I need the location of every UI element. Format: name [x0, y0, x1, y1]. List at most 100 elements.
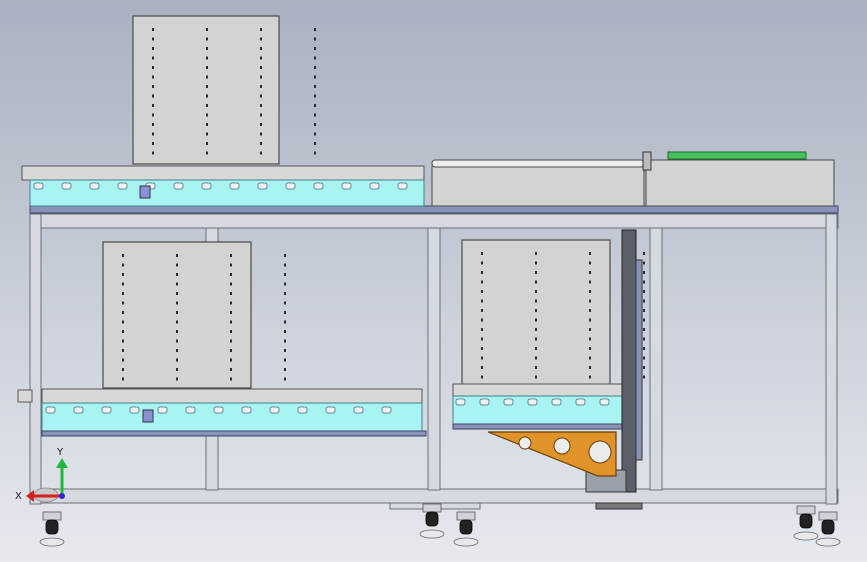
perforation-hole: [535, 366, 537, 369]
perforation-hole: [643, 366, 645, 369]
roller: [325, 406, 336, 414]
roller: [129, 406, 140, 414]
perforation-hole: [643, 299, 645, 303]
lower-conveyor-motor: [142, 409, 154, 423]
perforation-hole: [152, 56, 154, 60]
roller: [73, 406, 84, 414]
perforation-hole: [122, 377, 124, 381]
perforation-hole: [176, 358, 178, 362]
perforation-hole: [314, 104, 316, 107]
roller: [381, 406, 392, 414]
perforation-hole: [176, 292, 178, 295]
perforation-hole: [589, 356, 591, 360]
perforation-hole: [122, 330, 124, 333]
perforation-hole: [176, 282, 178, 286]
perforation-hole: [481, 271, 483, 274]
perforation-hole: [230, 358, 232, 362]
perforation-hole: [260, 37, 262, 41]
perforation-hole: [481, 328, 483, 331]
perforation-hole: [314, 56, 316, 60]
perforation-hole: [535, 261, 537, 265]
roller: [157, 406, 168, 414]
upper-conveyor: [21, 165, 425, 207]
perforation-hole: [122, 339, 124, 343]
perforation-hole: [206, 56, 208, 60]
perforation-hole: [284, 263, 286, 267]
perforation-hole: [152, 104, 154, 107]
caster-mount: [42, 511, 62, 521]
perforation-hole: [230, 377, 232, 381]
perforation-hole: [230, 339, 232, 343]
perforation-hole: [206, 66, 208, 69]
perforation-hole: [260, 66, 262, 69]
perforation-hole: [176, 301, 178, 305]
coordinate-triad-icon: Y X: [15, 447, 68, 503]
perforation-hole: [284, 320, 286, 324]
perforation-hole: [260, 132, 262, 136]
perforation-hole: [176, 368, 178, 371]
roller: [269, 406, 280, 414]
perforation-hole: [206, 123, 208, 126]
lower-left-box-perforations: [122, 254, 286, 381]
lower-conveyor: [17, 388, 427, 437]
perforation-hole: [230, 301, 232, 305]
perforation-hole: [535, 375, 537, 379]
perforation-hole: [152, 66, 154, 69]
roller: [297, 406, 308, 414]
perforation-hole: [260, 75, 262, 79]
lower-conveyor-cover: [41, 388, 423, 404]
roller: [33, 182, 44, 190]
perforation-hole: [206, 75, 208, 79]
perforation-hole: [314, 75, 316, 79]
perforation-hole: [643, 347, 645, 350]
perforation-hole: [535, 252, 537, 255]
roller: [117, 182, 128, 190]
perforation-hole: [643, 375, 645, 379]
upper-guide-rod: [431, 159, 645, 168]
perforation-hole: [589, 280, 591, 284]
perforation-hole: [643, 280, 645, 284]
perforation-hole: [122, 349, 124, 352]
perforation-hole: [481, 280, 483, 284]
perforation-hole: [206, 47, 208, 50]
lower-left-storage-box: [102, 241, 286, 389]
perforation-hole: [589, 366, 591, 369]
lift-bracket: [487, 431, 617, 477]
roller: [599, 398, 610, 406]
perforation-hole: [535, 347, 537, 350]
perforation-hole: [206, 151, 208, 155]
lower-conveyor-rollers: [45, 406, 392, 414]
caster-wheel: [821, 519, 835, 535]
perforation-hole: [206, 142, 208, 145]
perforation-hole: [481, 318, 483, 322]
perforation-hole: [589, 271, 591, 274]
perforation-hole: [176, 273, 178, 276]
perforation-hole: [176, 377, 178, 381]
perforation-hole: [589, 337, 591, 341]
perforation-hole: [481, 356, 483, 360]
perforation-hole: [176, 339, 178, 343]
perforation-hole: [176, 320, 178, 324]
perforation-hole: [260, 142, 262, 145]
perforation-hole: [152, 37, 154, 41]
frame-right-post: [825, 213, 838, 505]
perforation-hole: [535, 271, 537, 274]
perforation-hole: [230, 320, 232, 324]
perforation-hole: [230, 368, 232, 371]
lift-rollers: [455, 398, 610, 406]
caster-wheel: [45, 519, 59, 535]
perforation-hole: [260, 113, 262, 117]
perforation-hole: [643, 271, 645, 274]
perforation-hole: [122, 368, 124, 371]
perforation-hole: [481, 290, 483, 293]
roller: [575, 398, 586, 406]
frame-top-beam: [29, 213, 839, 229]
perforation-hole: [152, 142, 154, 145]
perforation-hole: [230, 292, 232, 295]
upper-conveyor-body: [29, 179, 425, 207]
leveling-foot: [39, 537, 65, 547]
roller: [551, 398, 562, 406]
perforation-hole: [284, 377, 286, 381]
roller: [369, 182, 380, 190]
